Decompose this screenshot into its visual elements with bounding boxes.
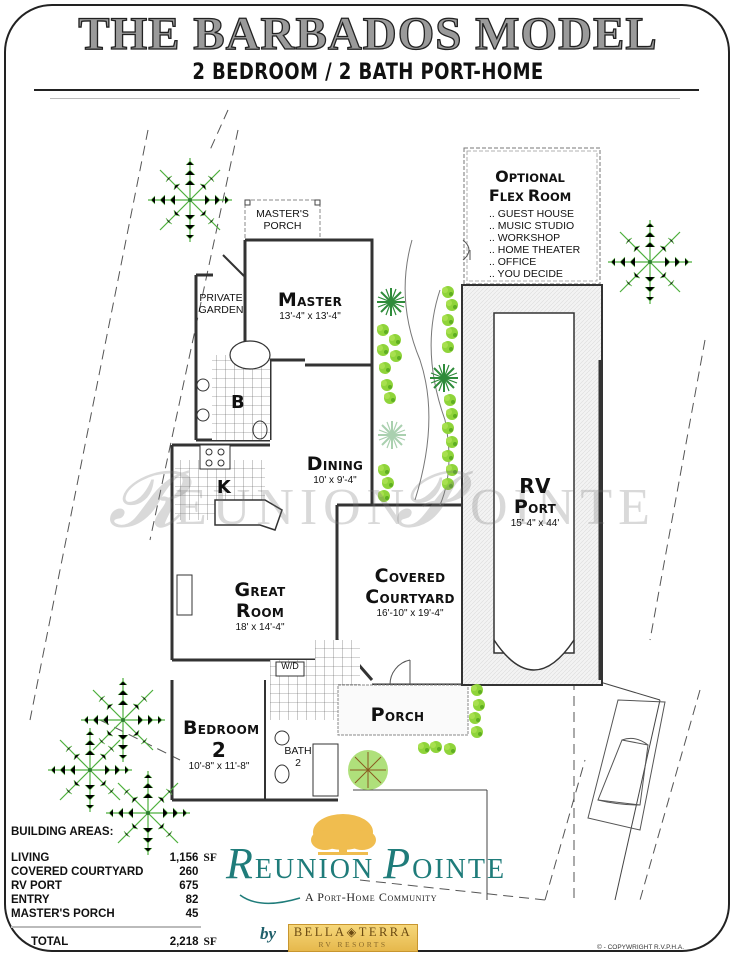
flex-option: .. GUEST HOUSE	[489, 208, 574, 220]
room-label-private-garden: PRIVATE GARDEN	[198, 292, 244, 316]
flex-option: .. YOU DECIDE	[489, 268, 563, 280]
room-label-bedroom-2: BEDROOM 2 10'-8" x 11'-8"	[183, 717, 260, 772]
flex-room-title: OPTIONAL FLEX ROOM	[488, 167, 572, 205]
room-label-bath-2: BATH 2	[284, 745, 312, 769]
watermark-text-2: OINTE	[470, 479, 656, 536]
room-label-covered-courtyard: COVERED COURTYARD 16'-10" x 19'-4"	[365, 565, 455, 619]
room-label-master: MASTER 13'-4" x 13'-4"	[277, 289, 343, 322]
room-label-laundry: W/D	[281, 661, 299, 671]
logo-tagline: A Port-Home Community	[305, 890, 438, 904]
flex-room-options: .. GUEST HOUSE .. MUSIC STUDIO .. WORKSH…	[489, 208, 580, 280]
room-label-masters-porch: MASTER'S PORCH	[256, 208, 309, 232]
by-label: by	[260, 924, 277, 943]
room-label-porch: PORCH	[370, 704, 425, 726]
room-label-master-bath: B	[230, 392, 246, 413]
flex-option: .. MUSIC STUDIO	[489, 220, 575, 232]
watermark-P: 𝓟	[395, 456, 452, 543]
flex-option: .. OFFICE	[489, 256, 537, 268]
room-label-dining: DINING 10' x 9'-4"	[306, 453, 364, 486]
flex-option: .. HOME THEATER	[489, 244, 581, 256]
areas-divider	[11, 926, 201, 928]
room-label-great-room: GREAT ROOM 18' x 14'-4"	[234, 579, 286, 633]
flex-option: .. WORKSHOP	[489, 232, 561, 244]
title-divider-light	[50, 98, 680, 99]
watermark-text: EUNION	[175, 479, 411, 536]
room-label-rv-port: RV PORT 15' 4" x 44'	[510, 474, 560, 529]
watermark-R: 𝓡	[108, 456, 181, 543]
page-title: THE BARBADOS MODEL	[78, 7, 658, 60]
title-divider	[34, 89, 699, 91]
page-subtitle: 2 BEDROOM / 2 BATH PORT-HOME	[192, 60, 544, 85]
room-label-kitchen: K	[216, 477, 232, 498]
bella-terra-logo: BELLA◈TERRA RV RESORTS	[288, 924, 418, 952]
reunion-pointe-logo: REUNION POINTE	[226, 839, 507, 888]
copyright-notice: © - COPYWRIGHT R.V.P.H.A.	[597, 944, 685, 951]
building-areas-heading: BUILDING AREAS:	[11, 826, 114, 838]
